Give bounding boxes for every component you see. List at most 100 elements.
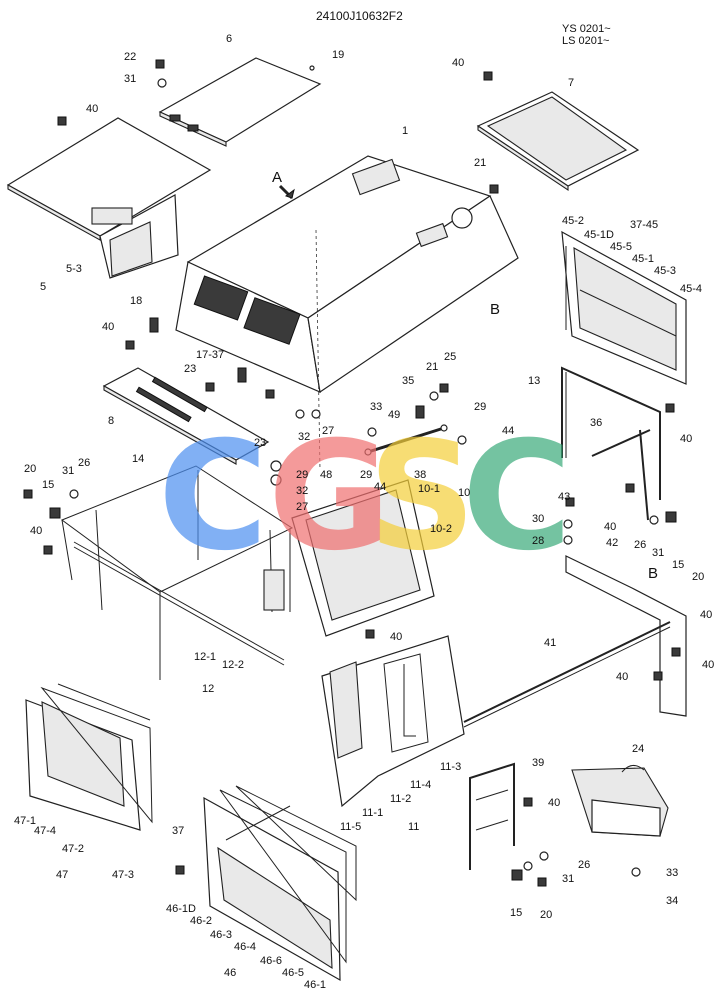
washer-26 [69,489,79,499]
callout-40: 40 [616,671,628,683]
callout-45-5: 45-5 [610,241,632,253]
callout-46-5: 46-5 [282,967,304,979]
callout-41: 41 [544,637,556,649]
bolt-23b [265,389,275,399]
callout-30: 30 [532,513,544,525]
callout-12-1: 12-1 [194,651,216,663]
fasteners [23,59,681,887]
callout-46-1d: 46-1D [166,903,196,915]
part-11-panel [321,635,465,808]
callout-13: 13 [528,375,540,387]
washer-33b [631,867,641,877]
pin-19 [309,65,315,71]
callout-11-4: 11-4 [410,779,431,791]
callout-40: 40 [86,103,98,115]
part-8-plate [102,367,270,465]
washer-29 [457,435,467,445]
callout-29: 29 [474,401,486,413]
washer-26b [649,515,659,525]
callout-46: 46 [224,967,236,979]
callout-21: 21 [426,361,438,373]
part-42-bracket [565,555,687,717]
callout-40: 40 [548,797,560,809]
bolt-40-r4 [653,671,663,681]
callout-40: 40 [700,609,712,621]
bolt-23 [205,382,215,392]
callout-40: 40 [702,659,714,671]
callout-15: 15 [510,907,522,919]
callout-39: 39 [532,757,544,769]
part-7-panel [476,91,640,192]
washer-31 [157,78,167,88]
callout-46-4: 46-4 [234,941,256,953]
callout-45-3: 45-3 [654,265,676,277]
callout-46-6: 46-6 [260,955,282,967]
callout-45-1: 45-1 [632,253,654,265]
callout-25: 25 [444,351,456,363]
callout-5: 5 [40,281,46,293]
callout-46-1: 46-1 [304,979,326,991]
part-47-panels [25,683,153,831]
washer-32b [270,460,282,472]
callout-22: 22 [124,51,136,63]
callout-12: 12 [202,683,214,695]
callout-10-2: 10-2 [430,523,452,535]
callout-11-3: 11-3 [440,761,461,773]
callout-36: 36 [590,417,602,429]
callout-49: 49 [388,409,400,421]
part-46-doors [203,785,357,982]
part-39-frame [469,762,515,870]
bolt-40-left [43,545,53,555]
callout-20: 20 [24,463,36,475]
callout-26: 26 [634,539,646,551]
callout-15: 15 [672,559,684,571]
callout-31: 31 [562,873,574,885]
callout-31: 31 [62,465,74,477]
callout-11-1: 11-1 [362,807,383,819]
callout-10-1: 10-1 [418,483,440,495]
callout-37: 37 [172,825,184,837]
view-marker-b-top: B [490,301,500,318]
part-1-hood [175,155,519,471]
washer-26c [539,851,549,861]
bolt-40-mid2 [365,629,375,639]
watermark-letter-3: S [368,410,476,584]
callout-44: 44 [374,481,386,493]
part-10-panel [291,479,435,637]
bolt-22 [155,59,165,69]
callout-14: 14 [132,453,144,465]
callout-23: 23 [184,363,196,375]
callout-29: 29 [296,469,308,481]
watermark-letter-2: G [268,410,391,584]
callout-46-3: 46-3 [210,929,232,941]
callout-32: 32 [296,485,308,497]
part-24-tray [571,765,669,837]
bracket-15-lower [511,869,523,881]
callout-45-1d: 45-1D [584,229,614,241]
callout-47: 47 [56,869,68,881]
bolt-40-right [665,403,675,413]
callout-35: 35 [402,375,414,387]
bolt-40-r2 [625,483,635,493]
callout-29: 29 [360,469,372,481]
callout-7: 7 [568,77,574,89]
callout-20: 20 [540,909,552,921]
washer-21 [429,391,439,401]
bolt-40-mid [125,340,135,350]
bolt-37 [175,865,185,875]
part-13-frame [561,366,661,521]
bolt-40-top-left [57,116,67,126]
callout-26: 26 [578,859,590,871]
washer-27 [311,409,321,419]
callout-11-2: 11-2 [390,793,411,805]
callout-12-2: 12-2 [222,659,244,671]
latch-18 [149,317,159,333]
part-45-door [561,230,687,385]
callout-43: 43 [558,491,570,503]
watermark-letter-4: C [462,410,572,584]
callout-42: 42 [606,537,618,549]
callout-44: 44 [502,425,514,437]
callout-47-1: 47-1 [14,815,36,827]
callout-15: 15 [42,479,54,491]
